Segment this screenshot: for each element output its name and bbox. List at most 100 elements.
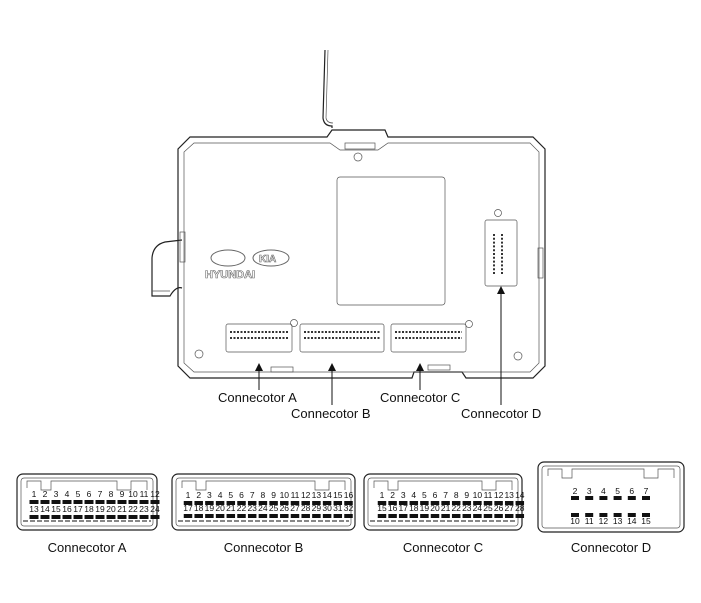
pin-terminal [473,514,482,518]
connector-keying [181,480,346,491]
pin-terminal [150,515,160,519]
pin-number: 14 [40,504,50,514]
pin-terminal [398,501,408,505]
pin-number: 15 [641,516,651,526]
pin-number: 16 [62,504,72,514]
pin-terminal [226,514,236,518]
pin-number: 9 [271,490,276,500]
pin-terminal [494,514,503,518]
connector-keying [373,480,513,491]
svg-text:HYUNDAI: HYUNDAI [205,269,255,281]
pin-terminal [51,515,61,519]
pin-number: 4 [65,489,70,499]
pin-number: 15 [333,490,343,500]
pin-terminal [183,514,193,518]
pin-number: 20 [106,504,116,514]
pin-number: 3 [54,489,59,499]
pin-number: 31 [333,503,343,513]
pin-terminal [237,514,246,518]
pin-number: 7 [443,490,448,500]
pin-terminal [571,496,579,500]
callout-label-b: Connecotor B [291,406,371,421]
pin-terminal [205,501,214,505]
pin-terminal [462,514,472,518]
pin-terminal [247,514,257,518]
pin-number: 8 [261,490,266,500]
pin-terminal [613,513,622,517]
pin-terminal [128,500,138,504]
pin-terminal [398,514,408,518]
pin-number: 14 [515,490,525,500]
pin-number: 17 [183,503,193,513]
pin-number: 4 [601,486,606,496]
pin-number: 28 [515,503,525,513]
pin-number: 6 [87,489,92,499]
pin-terminal [451,501,461,505]
pin-terminal [483,501,493,505]
pin-number: 27 [504,503,514,513]
pin-terminal [62,515,72,519]
pin-number: 18 [194,503,204,513]
pin-terminal [627,496,636,500]
pin-number: 23 [139,504,149,514]
pin-number: 5 [76,489,81,499]
pin-terminal [451,514,461,518]
pin-terminal [62,500,72,504]
pin-terminal [40,500,50,504]
pin-number: 1 [32,489,37,499]
connector-keying [26,480,148,491]
pin-number: 21 [117,504,127,514]
pin-number: 26 [494,503,504,513]
pin-number: 13 [29,504,39,514]
pin-terminal [430,501,440,505]
pin-terminal [377,501,387,505]
pin-terminal [269,514,278,518]
pin-terminal [430,514,440,518]
pin-number: 3 [587,486,592,496]
pin-terminal [420,501,429,505]
pin-terminal [322,501,332,505]
pin-number: 6 [239,490,244,500]
pin-number: 25 [269,503,279,513]
pin-number: 22 [451,503,461,513]
pin-number: 2 [43,489,48,499]
pin-number: 28 [301,503,311,513]
connector-label: Connecotor C [403,540,483,555]
module-connector-c [390,323,467,353]
pin-terminal [462,501,472,505]
pin-number: 4 [218,490,223,500]
pin-number: 11 [140,489,149,499]
pin-terminal [409,514,419,518]
pin-terminal [29,500,39,504]
pin-terminal [473,501,482,505]
pin-terminal [269,501,278,505]
connector-housing [171,473,356,531]
pin-number: 17 [398,503,408,513]
pin-number: 21 [226,503,236,513]
pin-terminal [627,513,636,517]
pin-terminal [280,514,289,518]
pin-number: 16 [388,503,398,513]
pin-terminal [73,515,83,519]
pin-terminal [585,513,594,517]
pin-terminal [441,514,450,518]
pin-number: 5 [615,486,620,496]
pin-terminal [117,515,127,519]
callout-arrow-b [328,363,336,405]
connector-label: Connecotor A [48,540,127,555]
pin-number: 3 [207,490,212,500]
pin-terminal [84,500,94,504]
pin-terminal [344,501,353,505]
pin-number: 15 [51,504,61,514]
pin-number: 5 [422,490,427,500]
pin-number: 12 [150,489,160,499]
connector-housing [537,461,685,533]
pin-number: 10 [570,516,580,526]
pin-number: 14 [322,490,332,500]
pin-number: 3 [401,490,406,500]
pin-terminal [40,515,50,519]
pin-terminal [301,501,310,505]
pin-number: 18 [84,504,94,514]
